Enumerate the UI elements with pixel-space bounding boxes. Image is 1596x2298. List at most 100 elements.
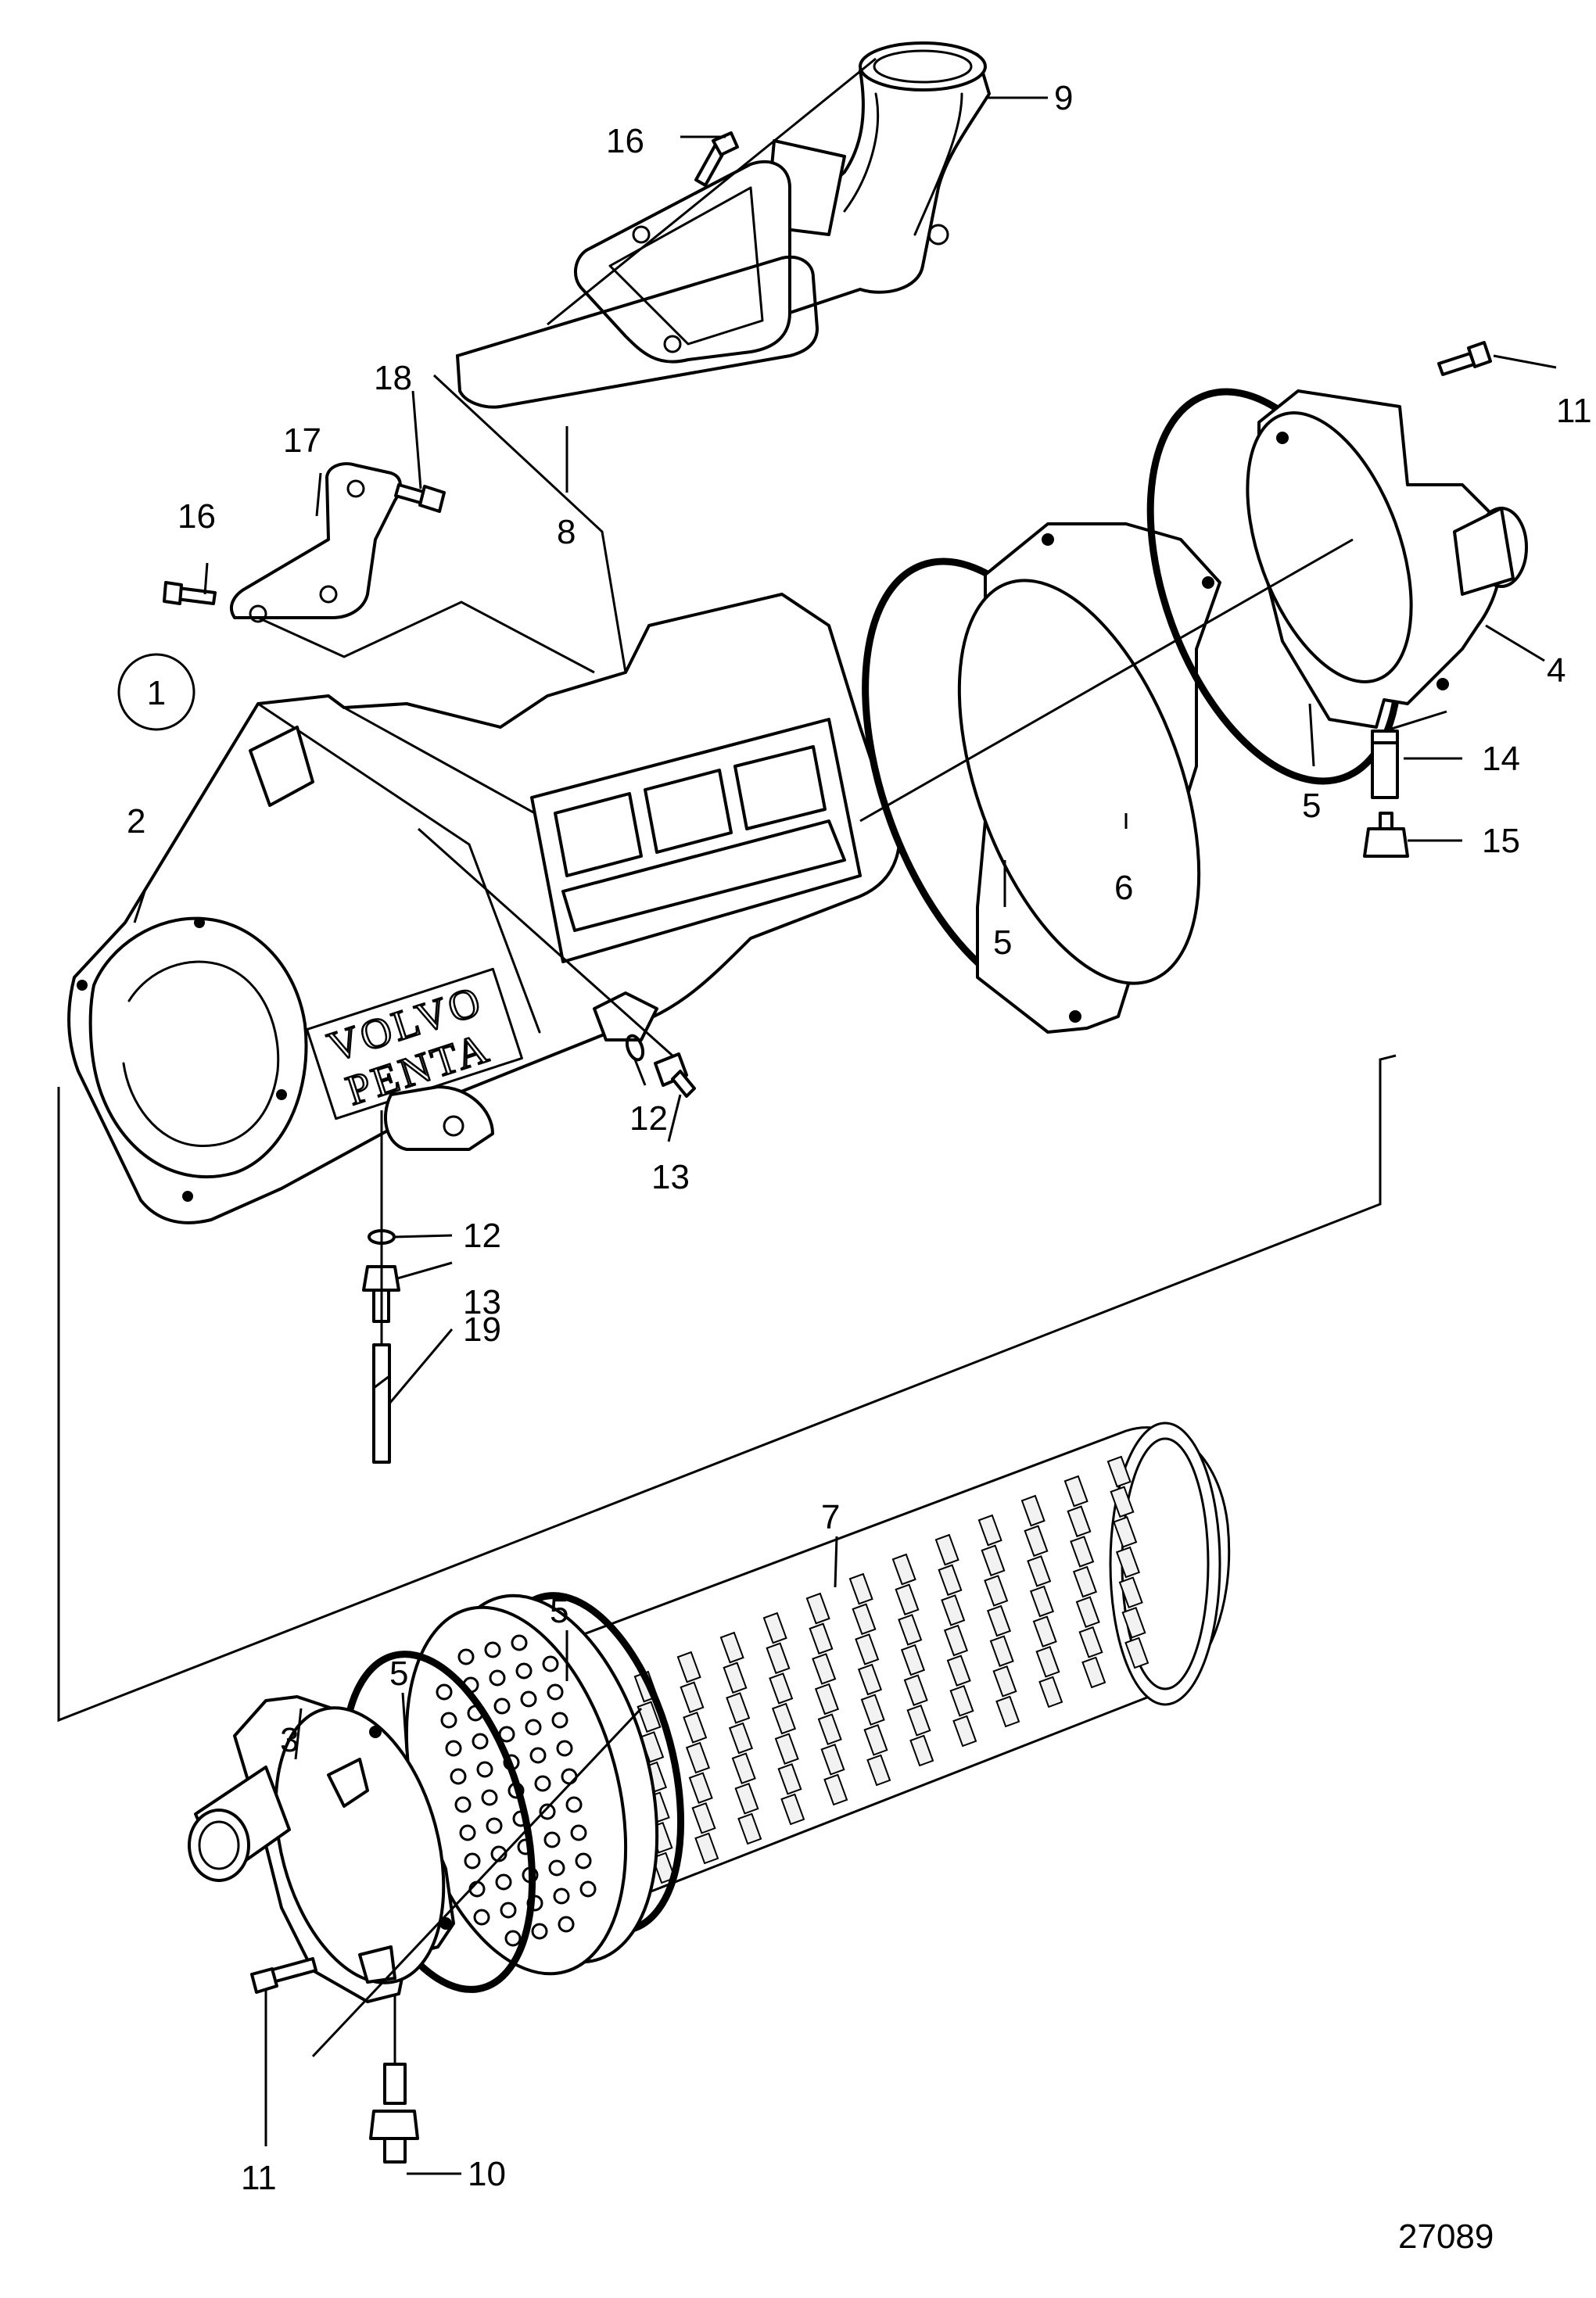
part-8-gasket[interactable] bbox=[455, 160, 820, 409]
part-14-sensor-adapter[interactable] bbox=[1371, 730, 1399, 799]
group-marker: 1 bbox=[117, 653, 195, 731]
callout-5-lower-right: 5 bbox=[550, 1592, 568, 1630]
core-fin bbox=[723, 1662, 748, 1694]
callout-10: 10 bbox=[468, 2155, 506, 2193]
part-6-flange-gasket[interactable] bbox=[911, 522, 1246, 1034]
part-17-bracket[interactable] bbox=[230, 462, 402, 623]
core-fin bbox=[941, 1594, 966, 1626]
plate-hole bbox=[558, 1916, 575, 1933]
core-fin bbox=[762, 1611, 787, 1644]
core-fin bbox=[823, 1773, 848, 1806]
plate-hole bbox=[489, 1669, 506, 1687]
plate-hole bbox=[464, 1852, 481, 1870]
core-fin bbox=[900, 1644, 926, 1676]
core-fin bbox=[848, 1572, 873, 1605]
core-fin bbox=[855, 1633, 880, 1665]
core-fin bbox=[1020, 1494, 1045, 1527]
callout-5-lower-left: 5 bbox=[389, 1654, 408, 1693]
core-fin bbox=[863, 1723, 888, 1756]
part-11-bolt-bottom[interactable] bbox=[250, 1957, 317, 1994]
plate-hole bbox=[525, 1719, 542, 1736]
core-fin bbox=[866, 1754, 891, 1787]
core-fin bbox=[860, 1694, 885, 1726]
callout-13-bottom: 13 bbox=[463, 1283, 501, 1321]
core-fin bbox=[769, 1672, 794, 1705]
core-fin bbox=[691, 1801, 716, 1834]
callout-15: 15 bbox=[1482, 822, 1520, 860]
core-fin bbox=[777, 1762, 802, 1795]
core-fin bbox=[694, 1832, 719, 1865]
core-fin bbox=[1081, 1656, 1106, 1689]
part-11-bolt-top[interactable] bbox=[1437, 341, 1492, 376]
callout-2: 2 bbox=[127, 802, 145, 841]
plate-hole bbox=[440, 1712, 457, 1729]
part-16-bolt-left[interactable] bbox=[163, 581, 217, 605]
part-18-bolt[interactable] bbox=[394, 483, 446, 513]
core-fin bbox=[780, 1793, 805, 1826]
core-fin bbox=[809, 1622, 834, 1655]
core-fin bbox=[719, 1631, 744, 1664]
core-fin bbox=[952, 1715, 977, 1748]
part-2-cooler-housing[interactable]: VOLVO PENTA bbox=[67, 593, 901, 1224]
part-10-drain-fitting[interactable] bbox=[369, 2063, 419, 2164]
core-fin bbox=[981, 1544, 1006, 1577]
part-15-temperature-sender[interactable] bbox=[1363, 812, 1409, 858]
core-fin bbox=[1032, 1615, 1057, 1648]
core-fin bbox=[680, 1681, 705, 1714]
part-16-bolt-top[interactable] bbox=[694, 131, 739, 187]
plate-hole bbox=[553, 1888, 570, 1905]
drawing-number: 27089 bbox=[1398, 2217, 1494, 2256]
core-fin bbox=[774, 1733, 799, 1766]
part-12-washer-side[interactable] bbox=[624, 1034, 646, 1062]
core-fin bbox=[817, 1713, 842, 1746]
core-fin bbox=[1029, 1585, 1055, 1618]
core-fin bbox=[934, 1533, 959, 1566]
plate-hole bbox=[547, 1683, 564, 1701]
core-fin bbox=[1075, 1596, 1100, 1629]
core-fin bbox=[949, 1684, 974, 1717]
core-fin bbox=[1078, 1626, 1103, 1658]
core-fin bbox=[903, 1674, 928, 1707]
core-fin bbox=[989, 1635, 1014, 1668]
core-fin bbox=[688, 1772, 713, 1805]
core-fin bbox=[1118, 1576, 1143, 1609]
callout-14: 14 bbox=[1482, 740, 1520, 778]
core-fin bbox=[857, 1663, 883, 1696]
plate-hole bbox=[548, 1859, 565, 1877]
core-fin bbox=[731, 1752, 756, 1785]
callout-16-top: 16 bbox=[606, 122, 644, 160]
plate-hole bbox=[495, 1873, 512, 1891]
core-fin bbox=[1067, 1505, 1092, 1538]
group-marker-number: 1 bbox=[147, 674, 166, 712]
core-fin bbox=[1113, 1516, 1138, 1548]
plate-hole bbox=[473, 1909, 490, 1926]
plate-hole bbox=[481, 1789, 498, 1806]
core-fin bbox=[726, 1692, 751, 1724]
plate-hole bbox=[534, 1775, 551, 1792]
core-fin bbox=[734, 1782, 759, 1815]
core-fin bbox=[812, 1653, 837, 1685]
part-13-plug-side[interactable] bbox=[654, 1052, 696, 1098]
core-fin bbox=[943, 1624, 969, 1657]
callout-11-bottom: 11 bbox=[241, 2159, 277, 2197]
core-fin bbox=[1072, 1565, 1098, 1598]
core-fin bbox=[737, 1812, 762, 1845]
plate-hole bbox=[570, 1824, 587, 1841]
part-19-drain-pipe[interactable] bbox=[372, 1343, 391, 1464]
core-fin bbox=[898, 1614, 923, 1646]
part-4-end-cover[interactable] bbox=[1215, 389, 1528, 729]
core-fin bbox=[685, 1741, 711, 1774]
part-9-inlet-elbow[interactable] bbox=[753, 41, 991, 314]
plate-hole bbox=[520, 1690, 537, 1708]
core-fin bbox=[651, 1852, 676, 1884]
core-fin bbox=[1070, 1536, 1095, 1568]
part-3-inlet-cover[interactable] bbox=[188, 1689, 472, 2003]
callout-labels: 9 16 8 18 17 16 2 11 4 14 15 5 6 5 12 13… bbox=[127, 79, 1592, 2197]
callout-4: 4 bbox=[1547, 651, 1566, 690]
part-7-core-fins bbox=[590, 1455, 1149, 1904]
core-fin bbox=[1063, 1475, 1089, 1508]
plate-hole bbox=[542, 1655, 559, 1672]
core-fin bbox=[814, 1683, 840, 1715]
callout-11-top: 11 bbox=[1556, 392, 1592, 430]
